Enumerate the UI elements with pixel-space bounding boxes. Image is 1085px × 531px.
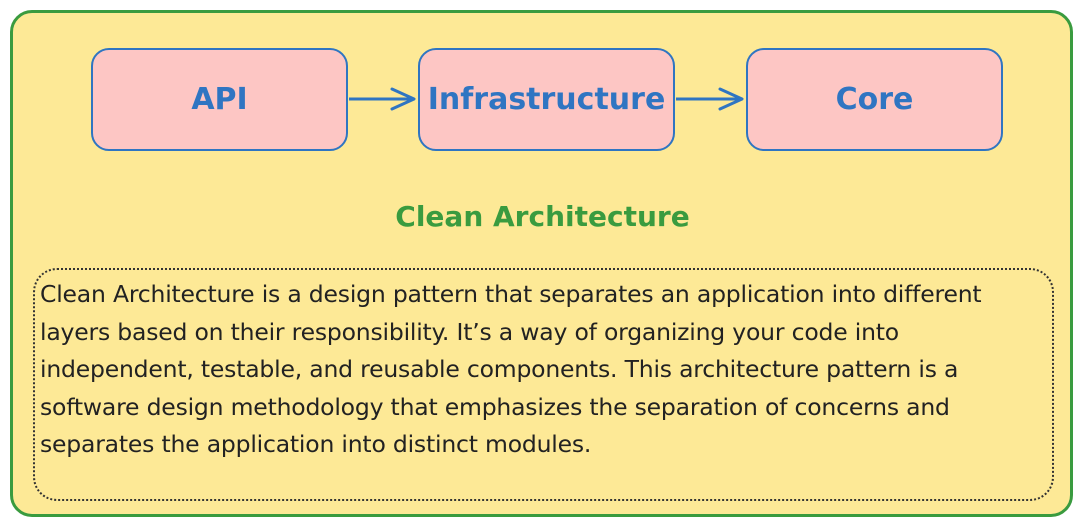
node-infrastructure-label: Infrastructure [427, 82, 666, 117]
description-box [33, 268, 1054, 501]
node-api-label: API [191, 82, 248, 117]
diagram-title: Clean Architecture [395, 200, 690, 233]
description-text: Clean Architecture is a design pattern t… [40, 280, 982, 458]
edge-api-to-infrastructure [349, 87, 416, 111]
node-core: Core [746, 48, 1003, 151]
node-api: API [91, 48, 348, 151]
node-infrastructure: Infrastructure [418, 48, 675, 151]
edge-infrastructure-to-core [676, 87, 744, 111]
node-core-label: Core [835, 82, 914, 117]
